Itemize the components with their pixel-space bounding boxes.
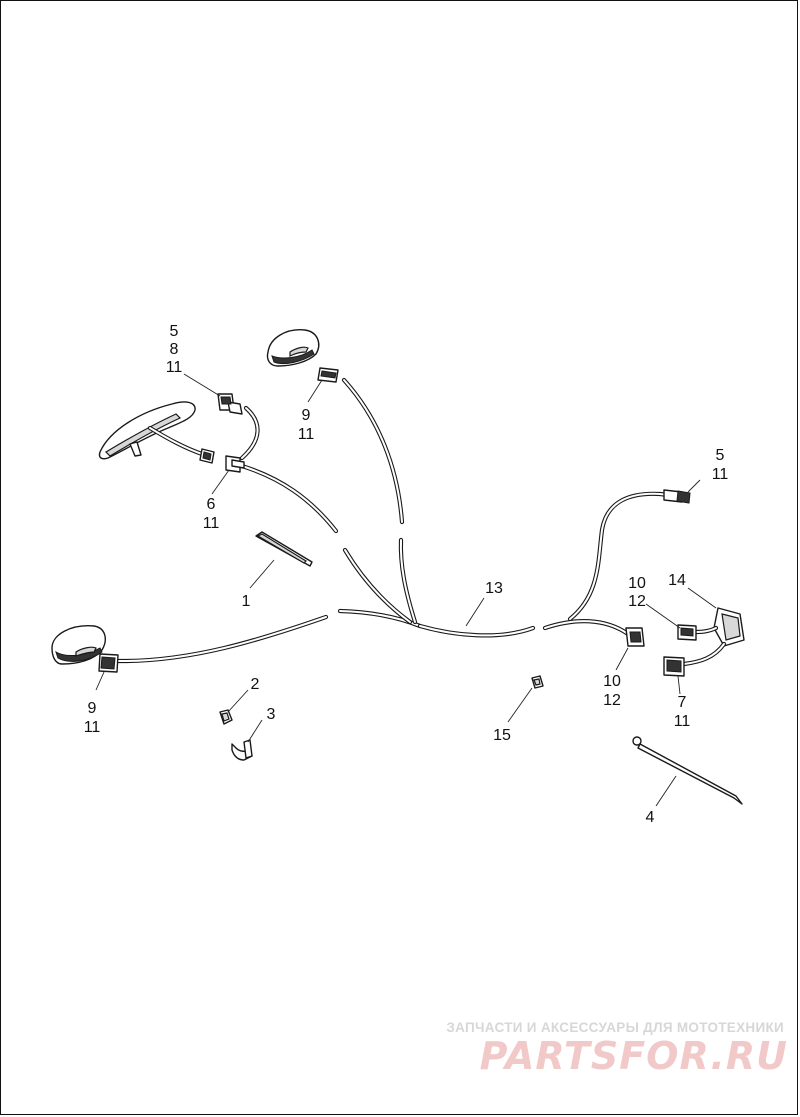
clip-2 bbox=[219, 709, 233, 725]
callout-7: 7 bbox=[678, 694, 687, 711]
left-lamp bbox=[51, 625, 106, 665]
callout-11: 11 bbox=[84, 719, 101, 736]
callout-2: 2 bbox=[251, 676, 260, 693]
callout-4: 4 bbox=[646, 809, 655, 826]
callout-11: 11 bbox=[298, 426, 315, 443]
cable-tie-4 bbox=[632, 736, 743, 805]
callout-13: 13 bbox=[485, 580, 503, 597]
callout-1: 1 bbox=[242, 593, 251, 610]
top-lamp bbox=[266, 329, 320, 367]
watermark-logo: PARTSFOR.RU bbox=[479, 1034, 788, 1078]
callout-15: 15 bbox=[493, 727, 511, 744]
top-lamp-connector bbox=[317, 367, 339, 383]
callout-9: 9 bbox=[88, 700, 97, 717]
callout-3: 3 bbox=[267, 706, 276, 723]
callout-10: 10 bbox=[603, 673, 621, 690]
callout-8: 8 bbox=[170, 341, 179, 358]
left-lamp-connector bbox=[98, 653, 119, 673]
callout-14: 14 bbox=[668, 572, 686, 589]
lamp-bracket bbox=[98, 401, 215, 464]
callout-5: 5 bbox=[170, 323, 179, 340]
plug-15 bbox=[531, 675, 544, 689]
module-14 bbox=[663, 607, 745, 677]
callout-9: 9 bbox=[302, 407, 311, 424]
main-harness bbox=[115, 377, 679, 664]
callout-11: 11 bbox=[203, 515, 220, 532]
connector-5-8-11 bbox=[217, 393, 243, 415]
callout-10: 10 bbox=[628, 575, 646, 592]
connector-5-11-right bbox=[663, 489, 691, 504]
leader-lines bbox=[95, 373, 717, 807]
clip-3 bbox=[231, 739, 253, 761]
callout-5: 5 bbox=[716, 447, 725, 464]
callout-12: 12 bbox=[603, 692, 621, 709]
callout-6: 6 bbox=[207, 496, 216, 513]
callout-11: 11 bbox=[712, 466, 729, 483]
tie-strap-1 bbox=[255, 531, 313, 567]
callout-12: 12 bbox=[628, 593, 646, 610]
connector-10-12-lower bbox=[625, 627, 645, 647]
connector-6-11 bbox=[225, 455, 245, 473]
callout-11: 11 bbox=[674, 713, 691, 730]
watermark-tagline: ЗАПЧАСТИ И АКСЕССУАРЫ ДЛЯ МОТОТЕХНИКИ bbox=[446, 1020, 784, 1035]
callouts: 5 8 11 9 11 6 11 5 11 13 14 10 12 10 12 … bbox=[84, 323, 729, 826]
callout-11: 11 bbox=[166, 359, 183, 376]
